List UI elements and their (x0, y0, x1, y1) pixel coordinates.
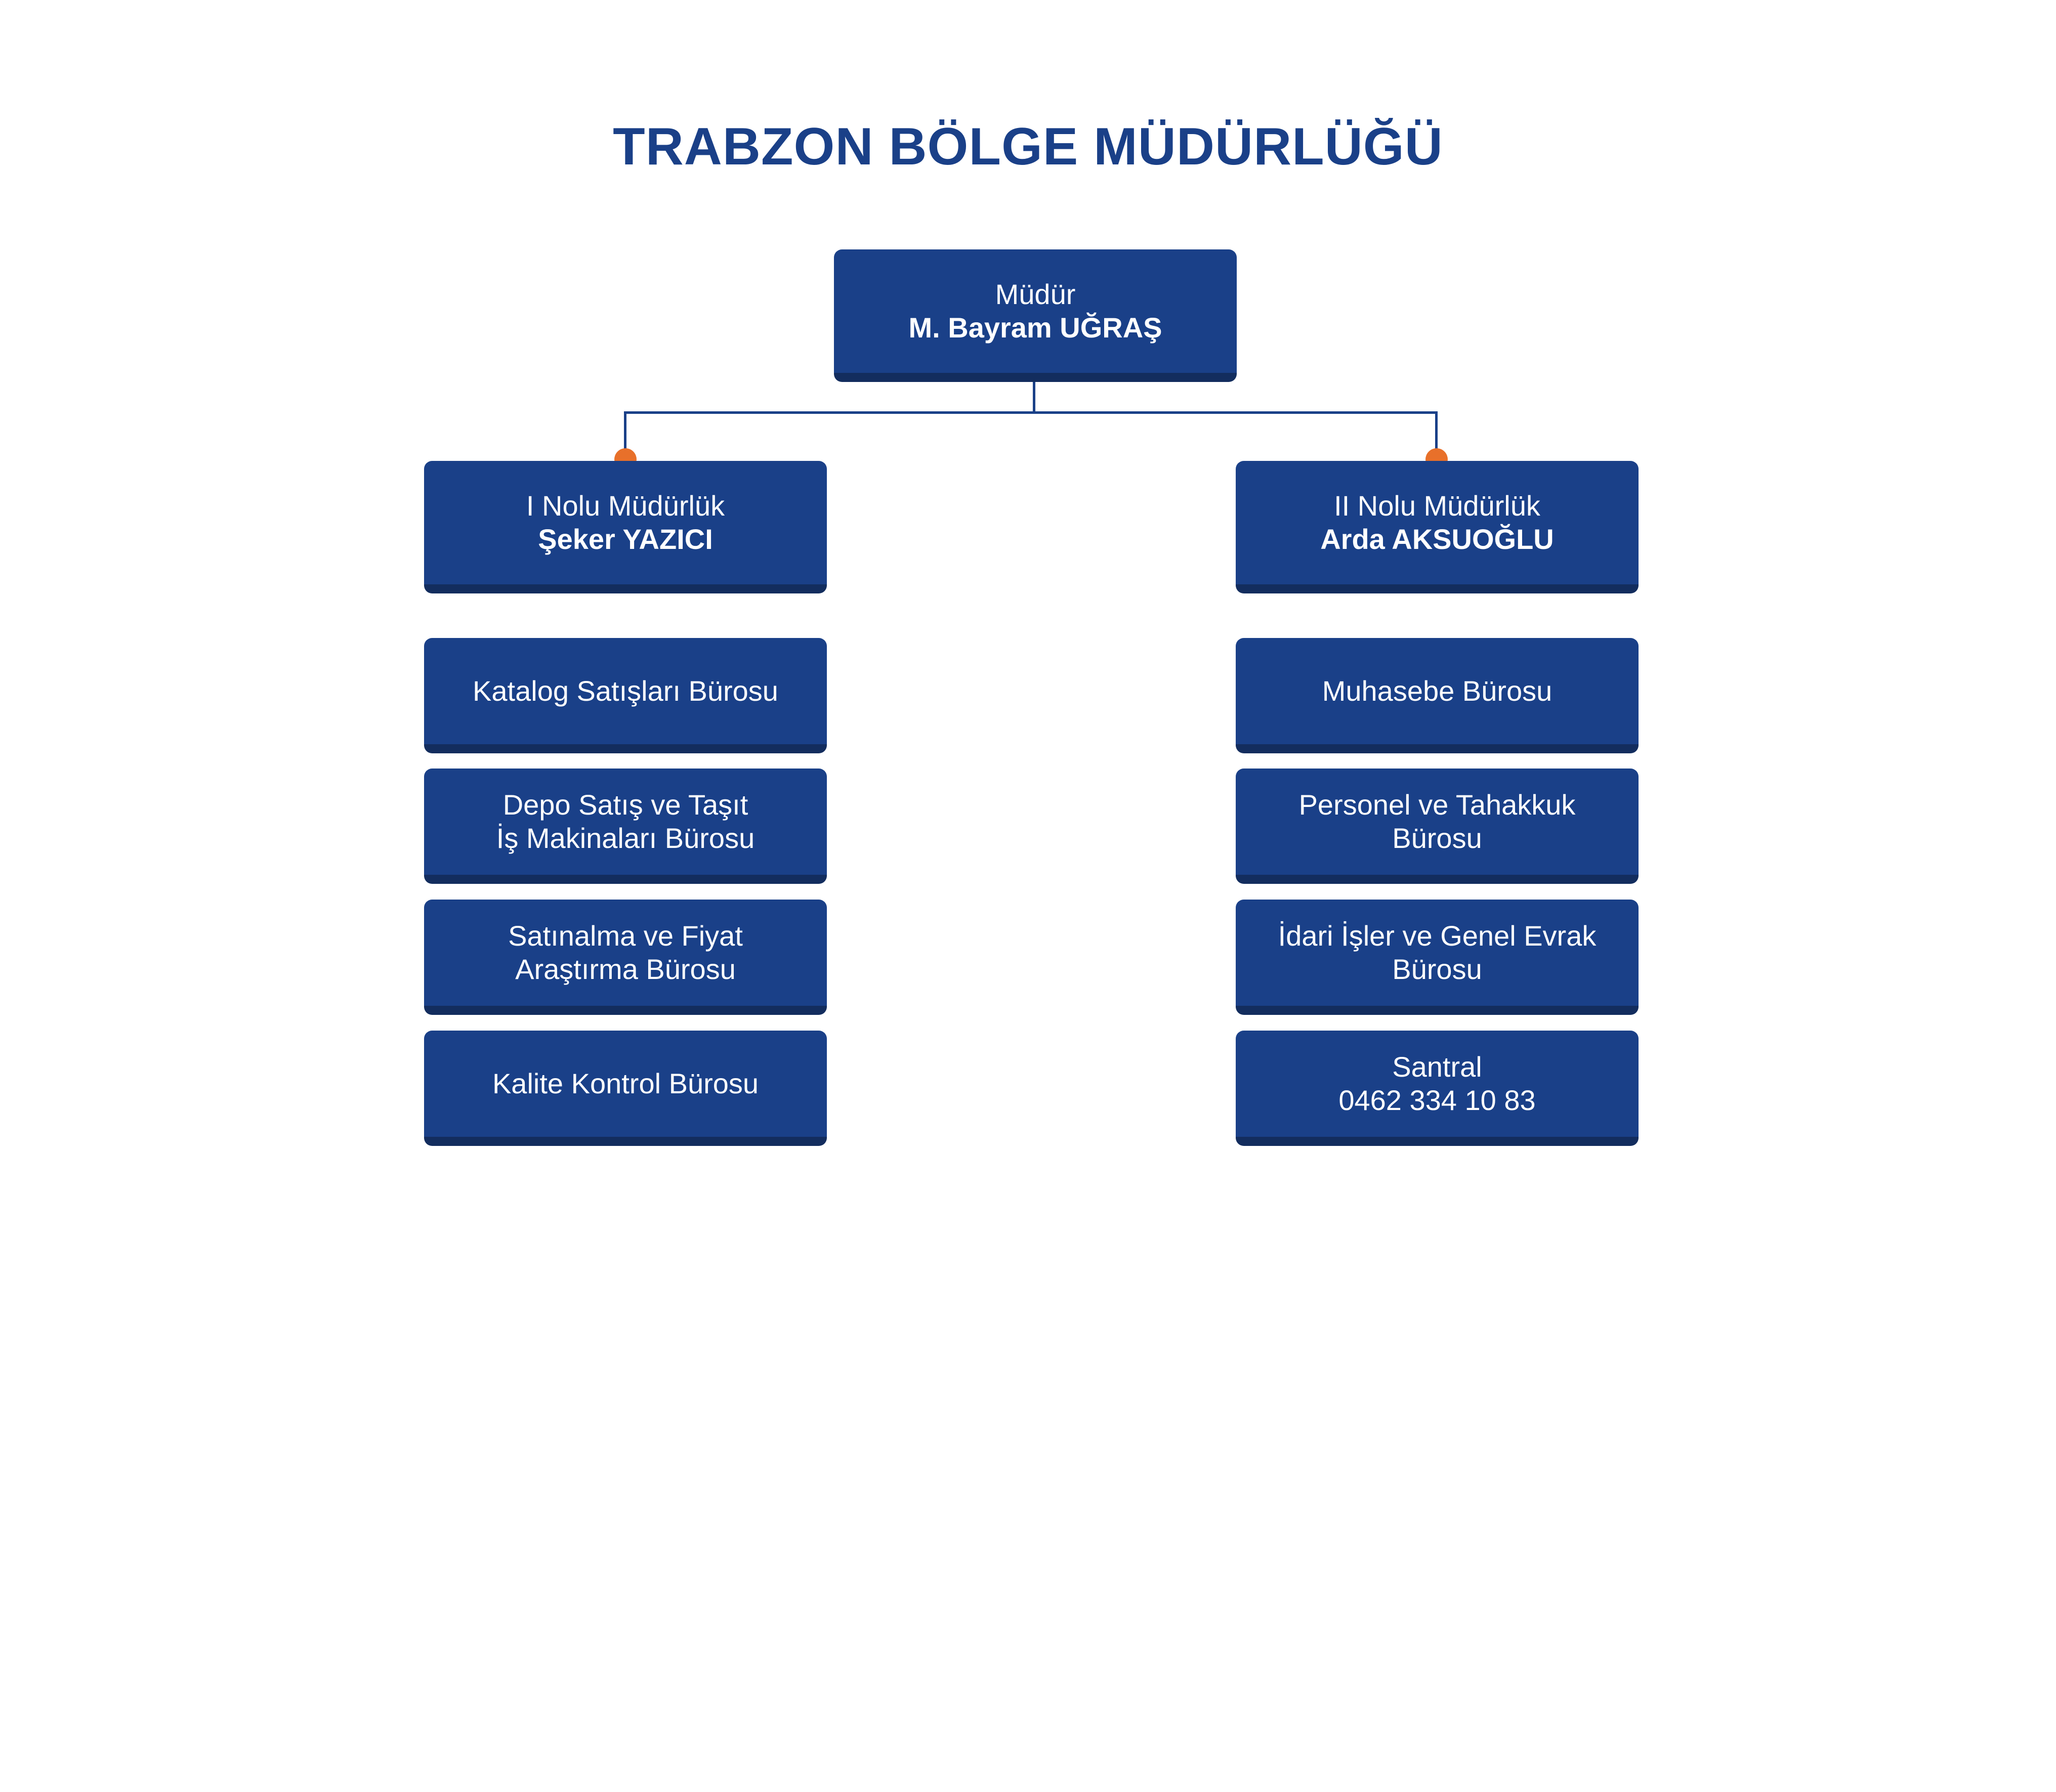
unit-label-line: Personel ve Tahakkuk (1298, 789, 1576, 821)
unit-personel-tahakkuk: Personel ve Tahakkuk Bürosu (1236, 769, 1639, 884)
unit-label-line: Satınalma ve Fiyat (508, 920, 743, 952)
unit-label-line: Santral (1392, 1051, 1482, 1083)
unit-label-line: İdari İşler ve Genel Evrak (1278, 920, 1597, 952)
unit-label-line: Kalite Kontrol Bürosu (492, 1068, 759, 1099)
unit-label-line: İş Makinaları Bürosu (496, 822, 755, 854)
unit-depo-satis: Depo Satış ve Taşıt İş Makinaları Bürosu (424, 769, 827, 884)
connector-right-drop (1435, 411, 1438, 459)
unit-kalite-kontrol: Kalite Kontrol Bürosu (424, 1031, 827, 1146)
unit-label-line: Katalog Satışları Bürosu (473, 675, 778, 707)
unit-satinalma: Satınalma ve Fiyat Araştırma Bürosu (424, 900, 827, 1015)
director-box: Müdür M. Bayram UĞRAŞ (834, 249, 1237, 382)
unit-label-line: Bürosu (1392, 822, 1482, 854)
branch-2-name: Arda AKSUOĞLU (1320, 523, 1554, 555)
branch-2-role: II Nolu Müdürlük (1334, 490, 1540, 522)
unit-muhasebe: Muhasebe Bürosu (1236, 638, 1639, 753)
connector-director-stem (1033, 382, 1035, 412)
branch-1-role: I Nolu Müdürlük (526, 490, 725, 522)
director-name: M. Bayram UĞRAŞ (908, 312, 1162, 344)
branch-1-box: I Nolu Müdürlük Şeker YAZICI (424, 461, 827, 593)
connector-left-drop (624, 411, 626, 459)
unit-label-line: Muhasebe Bürosu (1322, 675, 1553, 707)
unit-santral: Santral 0462 334 10 83 (1236, 1031, 1639, 1146)
unit-label-line: Araştırma Bürosu (515, 953, 736, 985)
unit-label-line: Bürosu (1392, 953, 1482, 985)
connector-horizontal (624, 411, 1438, 414)
unit-idari-isler: İdari İşler ve Genel Evrak Bürosu (1236, 900, 1639, 1015)
branch-2-box: II Nolu Müdürlük Arda AKSUOĞLU (1236, 461, 1639, 593)
santral-phone: 0462 334 10 83 (1338, 1084, 1536, 1116)
director-role: Müdür (995, 278, 1076, 310)
page-title: TRABZON BÖLGE MÜDÜRLÜĞÜ (613, 117, 1443, 176)
unit-katalog-satislari: Katalog Satışları Bürosu (424, 638, 827, 753)
unit-label-line: Depo Satış ve Taşıt (502, 789, 748, 821)
branch-1-name: Şeker YAZICI (538, 523, 713, 555)
